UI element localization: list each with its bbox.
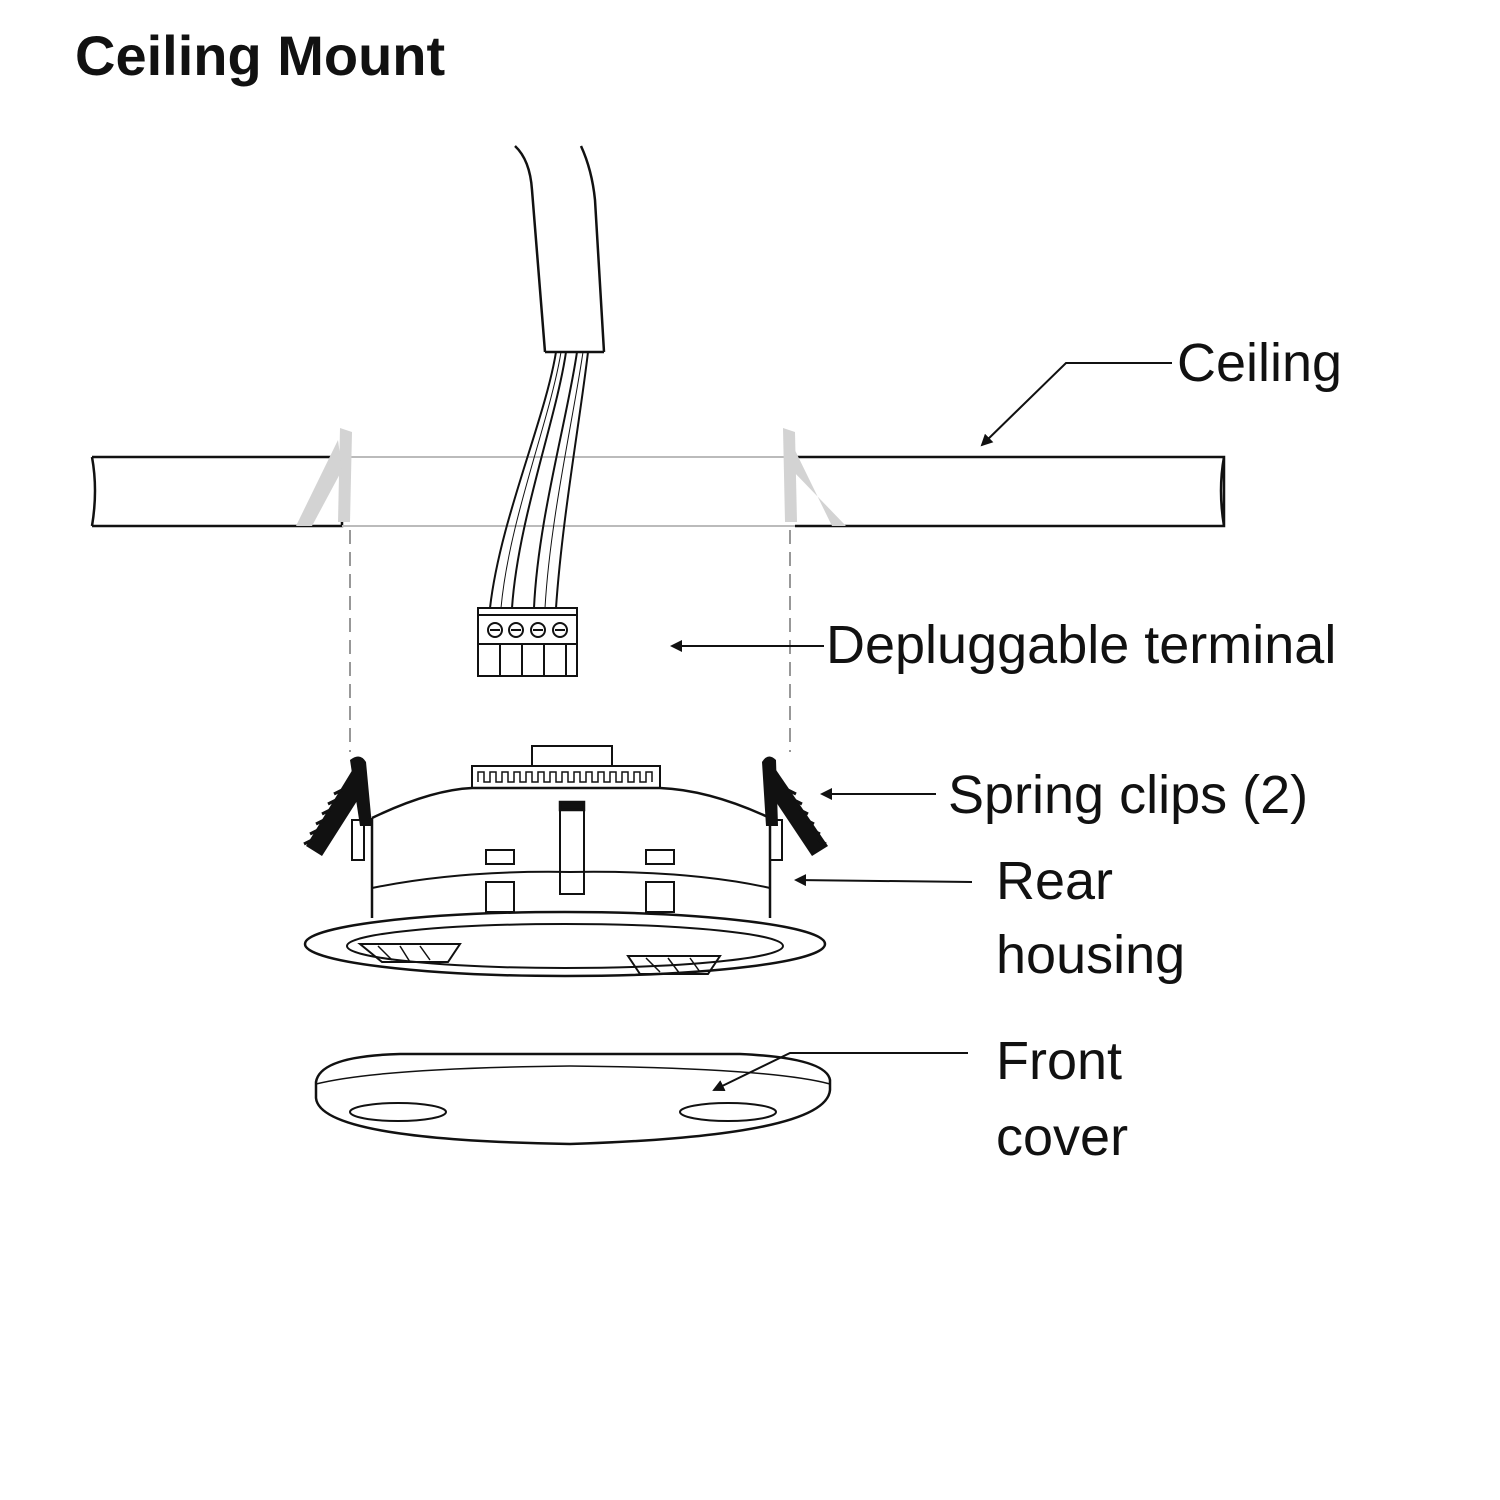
rear-housing-leader <box>794 874 973 887</box>
label-depluggable-terminal: Depluggable terminal <box>826 615 1337 675</box>
spring-clip-right <box>762 756 828 856</box>
rear-housing <box>303 745 827 978</box>
label-rear-housing-line1: Rear <box>996 851 1114 911</box>
ceiling-leader <box>980 362 1172 447</box>
wires <box>489 351 589 609</box>
spring-clip-left <box>303 756 372 856</box>
ghost-spring-clip-left <box>296 428 352 526</box>
ceiling-panel <box>90 455 1226 528</box>
cable <box>514 145 606 354</box>
leader-lines <box>670 362 1172 1092</box>
front-cover-leader <box>712 1052 968 1092</box>
label-rear-housing-line2: housing <box>996 925 1186 985</box>
diagram-title: Ceiling Mount <box>75 24 446 87</box>
label-front-cover-line2: cover <box>996 1107 1129 1167</box>
depluggable-terminal <box>477 607 578 677</box>
label-ceiling: Ceiling <box>1177 333 1343 393</box>
label-front-cover-line1: Front <box>996 1031 1123 1091</box>
label-spring-clips: Spring clips (2) <box>948 765 1309 825</box>
alignment-guides <box>349 530 791 752</box>
front-cover <box>314 1052 832 1146</box>
ghost-spring-clip-right <box>783 428 846 526</box>
